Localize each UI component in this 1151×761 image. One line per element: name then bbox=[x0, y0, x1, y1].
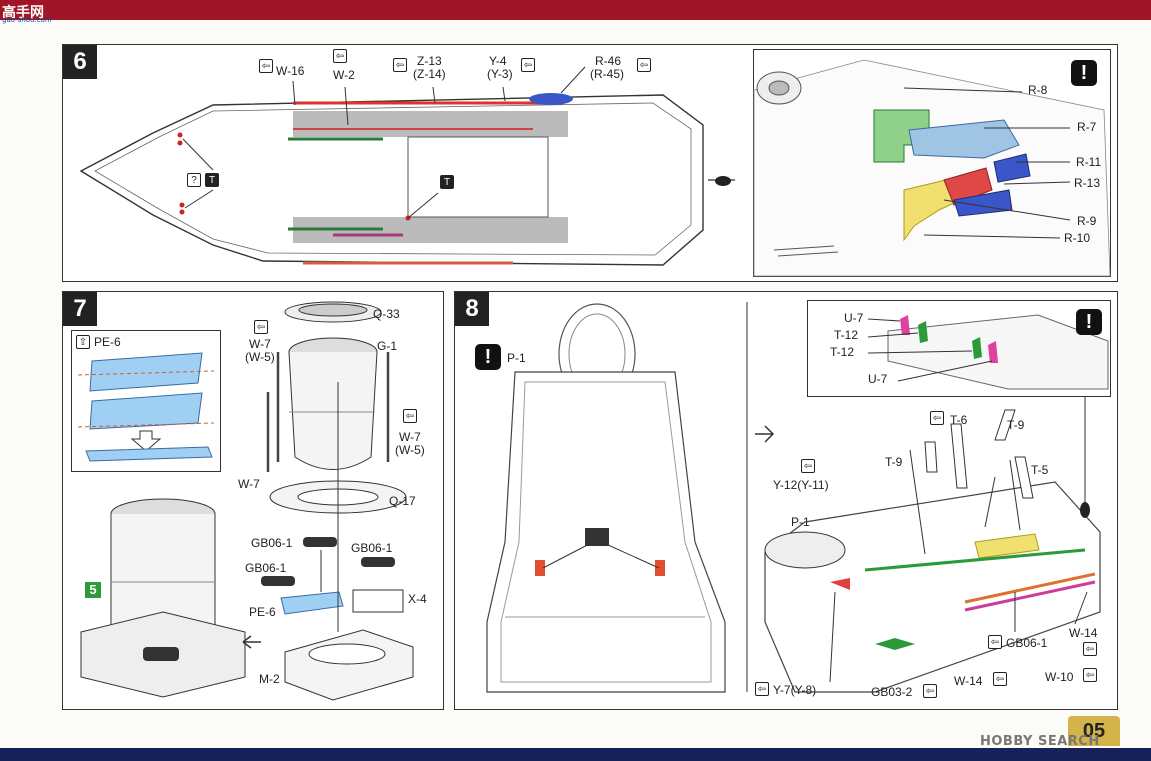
part-label-p1: P-1 bbox=[507, 351, 526, 365]
part-label-r11: R-11 bbox=[1076, 155, 1102, 169]
part-label-p1: P-1 bbox=[791, 515, 810, 529]
part-label-u7: U-7 bbox=[868, 372, 888, 386]
arrow-icon: ⇦ bbox=[988, 635, 1002, 649]
part-label-r46: R-46 bbox=[595, 54, 622, 68]
part-label-w14: W-14 bbox=[954, 674, 983, 688]
part-label-t12: T-12 bbox=[830, 345, 855, 359]
part-label-r8: R-8 bbox=[1028, 83, 1048, 97]
part-label-z13: Z-13 bbox=[417, 54, 442, 68]
part-label-y12: Y-12(Y-11) bbox=[773, 478, 829, 492]
part-label-w5: (W-5) bbox=[395, 443, 425, 457]
step-6-detail-box: ! R-8 R-7 R-11 R-13 R-9 R-10 bbox=[753, 49, 1111, 277]
part-label-z14: (Z-14) bbox=[413, 67, 446, 81]
step-reference-badge: 5 bbox=[85, 582, 101, 598]
warning-icon: ! bbox=[1076, 309, 1102, 335]
part-label-gb06-1: GB06-1 bbox=[1006, 636, 1048, 650]
step-8-detail-box: ! U-7 T-12 T-12 U-7 bbox=[807, 300, 1111, 397]
part-label-gb06-1: GB06-1 bbox=[245, 561, 287, 575]
arrow-icon: ⇦ bbox=[755, 682, 769, 696]
part-label-t6: T-6 bbox=[950, 413, 968, 427]
step-6-panel: 6 ⇦ W-16 ⇦ W-2 Z-13 (Z-14 bbox=[62, 44, 1118, 282]
arrow-icon: ⇦ bbox=[930, 411, 944, 425]
part-label-x4: X-4 bbox=[408, 592, 427, 606]
footer-bar bbox=[0, 748, 1151, 761]
part-label-w5: (W-5) bbox=[245, 350, 275, 364]
question-icon: ? bbox=[187, 173, 201, 187]
part-label-u7: U-7 bbox=[844, 311, 864, 325]
arrow-icon: ⇦ bbox=[333, 49, 347, 63]
flight-deck-drawing bbox=[486, 302, 1101, 693]
part-label-w16: W-16 bbox=[276, 64, 305, 78]
arrow-icon: ⇦ bbox=[801, 459, 815, 473]
part-label-pe6: PE-6 bbox=[249, 605, 276, 619]
part-label-w2: W-2 bbox=[333, 68, 355, 82]
arrow-icon: ⇦ bbox=[923, 684, 937, 698]
hull-deck-drawing bbox=[79, 66, 735, 266]
warning-icon: ! bbox=[1071, 60, 1097, 86]
arrow-icon: ⇦ bbox=[393, 58, 407, 72]
part-label-y4: Y-4 bbox=[489, 54, 507, 68]
part-label-g1: G-1 bbox=[377, 339, 398, 353]
step-8-panel: 8 ! P-1 bbox=[454, 291, 1118, 710]
arrow-icon: ⇦ bbox=[521, 58, 535, 72]
part-label-t9: T-9 bbox=[885, 455, 903, 469]
hint-icon: T bbox=[205, 173, 219, 187]
part-label-r10: R-10 bbox=[1064, 231, 1091, 245]
step-7-panel: 7 ⇧ PE-6 bbox=[62, 291, 444, 710]
arrow-icon: ⇦ bbox=[1083, 668, 1097, 682]
pe6-inset: ⇧ PE-6 bbox=[71, 330, 221, 472]
part-label-r13: R-13 bbox=[1074, 176, 1101, 190]
part-label-gb06-1: GB06-1 bbox=[351, 541, 393, 555]
warning-icon: ! bbox=[475, 344, 501, 370]
part-label-w7: W-7 bbox=[399, 430, 421, 444]
page-number: 05 bbox=[1068, 716, 1120, 746]
hint-icon: T bbox=[440, 175, 454, 189]
part-label-r7: R-7 bbox=[1077, 120, 1097, 134]
part-label-y3: (Y-3) bbox=[487, 67, 513, 81]
part-label-q33: Q-33 bbox=[373, 307, 400, 321]
funnel-assembly-drawing bbox=[80, 301, 414, 701]
part-label-w10: W-10 bbox=[1045, 670, 1074, 684]
step-number: 7 bbox=[63, 292, 97, 326]
arrow-icon: ⇦ bbox=[1083, 642, 1097, 656]
part-label-y7: Y-7(Y-8) bbox=[773, 683, 817, 697]
part-label-gb03-2: GB03-2 bbox=[871, 685, 913, 699]
step-number: 8 bbox=[455, 292, 489, 326]
arrow-icon: ⇦ bbox=[993, 672, 1007, 686]
part-label-w14: W-14 bbox=[1069, 626, 1098, 640]
part-label-w7: W-7 bbox=[249, 337, 271, 351]
arrow-icon: ⇦ bbox=[254, 320, 268, 334]
part-label-t12: T-12 bbox=[834, 328, 859, 342]
part-label-t5: T-5 bbox=[1031, 463, 1049, 477]
inset-title: PE-6 bbox=[94, 335, 121, 349]
part-label-q17: Q-17 bbox=[389, 494, 416, 508]
part-label-m2: M-2 bbox=[259, 672, 280, 686]
part-label-r9: R-9 bbox=[1077, 214, 1097, 228]
arrow-icon: ⇦ bbox=[403, 409, 417, 423]
step-number: 6 bbox=[63, 45, 97, 79]
flip-icon: ⇧ bbox=[76, 335, 90, 349]
part-label-r45: (R-45) bbox=[590, 67, 625, 81]
arrow-icon: ⇦ bbox=[259, 59, 273, 73]
watermark: HOBBY SEARCH bbox=[980, 734, 1100, 749]
arrow-icon: ⇦ bbox=[637, 58, 651, 72]
part-label-t9: T-9 bbox=[1007, 418, 1025, 432]
part-label-w7: W-7 bbox=[238, 477, 260, 491]
part-label-gb06-1: GB06-1 bbox=[251, 536, 293, 550]
